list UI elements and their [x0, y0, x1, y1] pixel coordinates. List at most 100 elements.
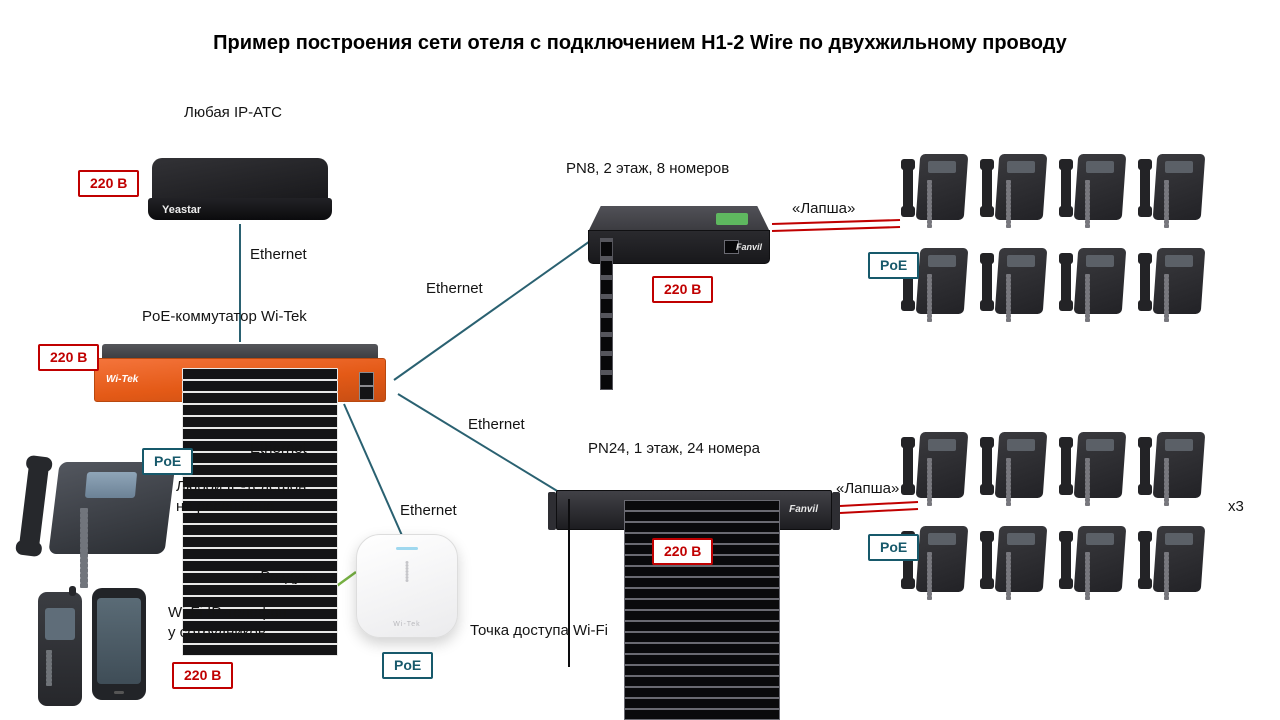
room-phone-icon [1138, 522, 1206, 600]
phone-screen [1007, 161, 1035, 173]
phone-handset [1059, 437, 1073, 495]
reception-phone-label-line1: Любой IP-телефон [176, 478, 307, 495]
phone-keypad [927, 458, 959, 506]
rack-ear-right [832, 492, 840, 530]
phone-screen [928, 533, 956, 545]
room-phone-icon [1138, 244, 1206, 322]
room-phone-icon [901, 428, 969, 506]
phone-handset [1059, 159, 1073, 217]
ipatc-label: Любая IP-АТС [184, 104, 282, 121]
ethernet-line-switch-pn24 [397, 393, 573, 501]
pn24-ports [624, 500, 780, 720]
phone-keypad [1006, 552, 1038, 600]
core-switch-label: PoE-коммутатор Wi-Tek [142, 308, 307, 325]
phone-screen [1086, 161, 1114, 173]
ethernet-line-switch-pn8 [393, 233, 601, 381]
power-badge-ipatc: 220 В [78, 170, 140, 197]
phone-screen [1165, 439, 1193, 451]
room-phone-icon [901, 150, 969, 228]
access-point-label: Точка доступа Wi-Fi [470, 622, 608, 639]
phone-keypad [1006, 274, 1038, 322]
pn8-switch-device: Fanvil [588, 206, 770, 390]
staff-phone-label-line1: Wi-Fi IP-телефон [168, 604, 287, 621]
room-phone-icon [1059, 150, 1127, 228]
phone-keypad [1164, 180, 1196, 228]
wifi-smartphone-device [92, 588, 146, 700]
phone-handset [980, 531, 994, 589]
room-phone-icon [1059, 428, 1127, 506]
phone-screen [928, 255, 956, 267]
diagram-title: Пример построения сети отеля с подключен… [213, 32, 1067, 54]
lapsha-label: «Лапша» [792, 200, 856, 217]
phone-handset [980, 437, 994, 495]
pn24-switch-device: Fanvil [548, 488, 840, 720]
poe-badge-ap: PoE [382, 652, 434, 679]
ipatc-device: Yeastar [148, 158, 332, 220]
pn8-uplink-port [724, 240, 739, 254]
pn24-label: PN24, 1 этаж, 24 номера [588, 440, 760, 457]
ethernet-label: Ethernet [426, 280, 483, 297]
air-label: «Воздух» [252, 568, 318, 585]
phone-keypad [1164, 458, 1196, 506]
phone-handset [980, 253, 994, 311]
rack-ear-left [548, 492, 556, 530]
switch-sticker [716, 213, 748, 225]
ethernet-label: Ethernet [400, 502, 457, 519]
two-wire-line-pn8-a [771, 219, 901, 225]
switch-top [102, 344, 378, 360]
fanvil-logo: Fanvil [735, 242, 762, 252]
phone-keypad [1085, 180, 1117, 228]
room-phone-icon [980, 522, 1048, 600]
phone-keypad [1164, 274, 1196, 322]
wifi-access-point-device: Wi-Tek [356, 534, 458, 638]
switch-front-panel [588, 230, 770, 264]
witek-logo: Wi-Tek [106, 374, 139, 385]
pn24-phone-group [901, 428, 1206, 600]
phone-screen [1086, 439, 1114, 451]
phone-handset [1138, 437, 1152, 495]
phone-keypad [1085, 274, 1117, 322]
ethernet-line-switch-ap [343, 403, 405, 541]
ethernet-label: Ethernet [468, 416, 525, 433]
pn8-ports [600, 238, 613, 390]
ipatc-front-panel [148, 198, 332, 220]
phone-handset [18, 459, 50, 553]
phone-screen [928, 161, 956, 173]
phone-handset [1138, 531, 1152, 589]
phone-handset [980, 159, 994, 217]
phone-keypad [927, 552, 959, 600]
ap-status-led [396, 547, 418, 550]
phone-keypad [927, 274, 959, 322]
phone-handset [1059, 531, 1073, 589]
phone-screen [1007, 533, 1035, 545]
power-badge-staff-phone: 220 В [172, 662, 234, 689]
fanvil-logo: Fanvil [789, 504, 818, 515]
phone-screen [45, 608, 75, 640]
lapsha-label: «Лапша» [836, 480, 900, 497]
phone-screen [97, 598, 141, 684]
staff-phone-label-line2: у сотрудников [168, 624, 266, 641]
phone-screen [1165, 161, 1193, 173]
reception-phone-device [18, 452, 176, 588]
multiplier-label: x3 [1228, 498, 1244, 515]
core-switch-device: Wi-Tek [94, 344, 386, 656]
poe-badge-pn24: PoE [868, 534, 920, 561]
room-phone-icon [1138, 428, 1206, 506]
phone-keypad [1006, 180, 1038, 228]
power-badge-pn8: 220 В [652, 276, 714, 303]
power-badge-pn24: 220 В [652, 538, 714, 565]
phone-screen [1165, 255, 1193, 267]
phone-handset [1138, 253, 1152, 311]
room-phone-icon [1059, 522, 1127, 600]
phone-keypad [46, 650, 74, 686]
reception-phone-label-line2: на ресепшене [176, 498, 275, 515]
phone-screen [1007, 255, 1035, 267]
ap-speaker-dots [405, 561, 409, 582]
phone-screen [928, 439, 956, 451]
pn8-label: PN8, 2 этаж, 8 номеров [566, 160, 730, 177]
phone-handset [901, 159, 915, 217]
phone-handset [1059, 253, 1073, 311]
ipatc-chassis [152, 158, 328, 202]
ethernet-label: Ethernet [250, 440, 307, 457]
